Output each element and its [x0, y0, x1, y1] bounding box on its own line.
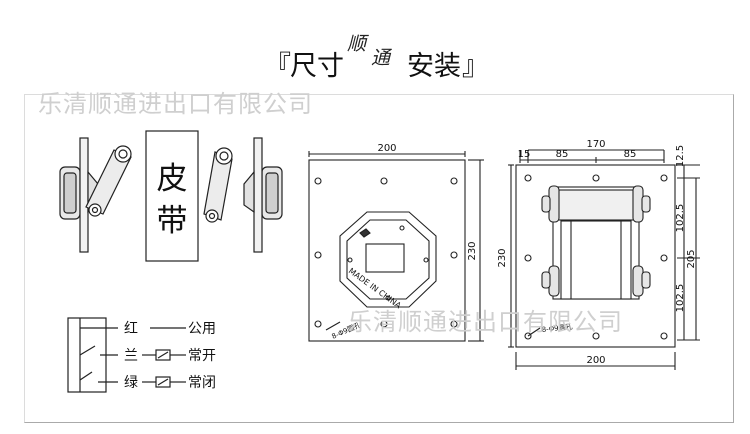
side-bolt-label: 8-Φ9圆孔	[541, 323, 573, 334]
side-dim-85-right: 85	[624, 149, 637, 160]
drawing-frame	[24, 94, 734, 423]
side-dim-15: 15	[518, 149, 531, 160]
page-title: 『 尺寸 顺 通 安装 』	[0, 10, 750, 82]
title-suffix: 安装	[407, 51, 461, 82]
front-view	[308, 151, 484, 342]
wire-common: 公用	[188, 321, 216, 337]
belt-label-2: 带	[157, 203, 188, 239]
title-close-bracket: 』	[462, 51, 489, 82]
wiring-diagram	[67, 317, 186, 393]
belt-box: 皮 带	[145, 130, 199, 262]
wire-green: 绿	[124, 375, 138, 391]
side-mount-holes	[524, 174, 668, 340]
wire-blue: 兰	[124, 348, 138, 364]
side-dim-12-5: 12.5	[675, 145, 686, 167]
front-height-dim: 230	[467, 241, 478, 260]
belt-label-1: 皮	[157, 161, 188, 197]
wire-no: 常开	[188, 348, 216, 364]
front-width-dim: 200	[377, 143, 396, 154]
side-dim-205: 205	[686, 249, 697, 268]
side-dim-102-5-top: 102.5	[675, 204, 686, 233]
side-dim-170: 170	[586, 139, 605, 150]
left-switch	[59, 137, 132, 253]
title-brand-2: 通	[371, 47, 391, 69]
wire-nc: 常闭	[188, 375, 216, 391]
side-dim-102-5-bottom: 102.5	[675, 284, 686, 313]
title-open-bracket: 『	[264, 51, 291, 82]
title-brand-1: 顺	[347, 33, 367, 55]
side-dim-85-left: 85	[556, 149, 569, 160]
right-switch	[203, 137, 283, 253]
front-mount-holes	[314, 177, 458, 328]
side-height-dim: 230	[497, 248, 508, 267]
title-main: 尺寸	[290, 51, 344, 82]
side-view	[508, 149, 700, 370]
wire-red: 红	[124, 321, 138, 337]
side-width-dim: 200	[586, 355, 605, 366]
